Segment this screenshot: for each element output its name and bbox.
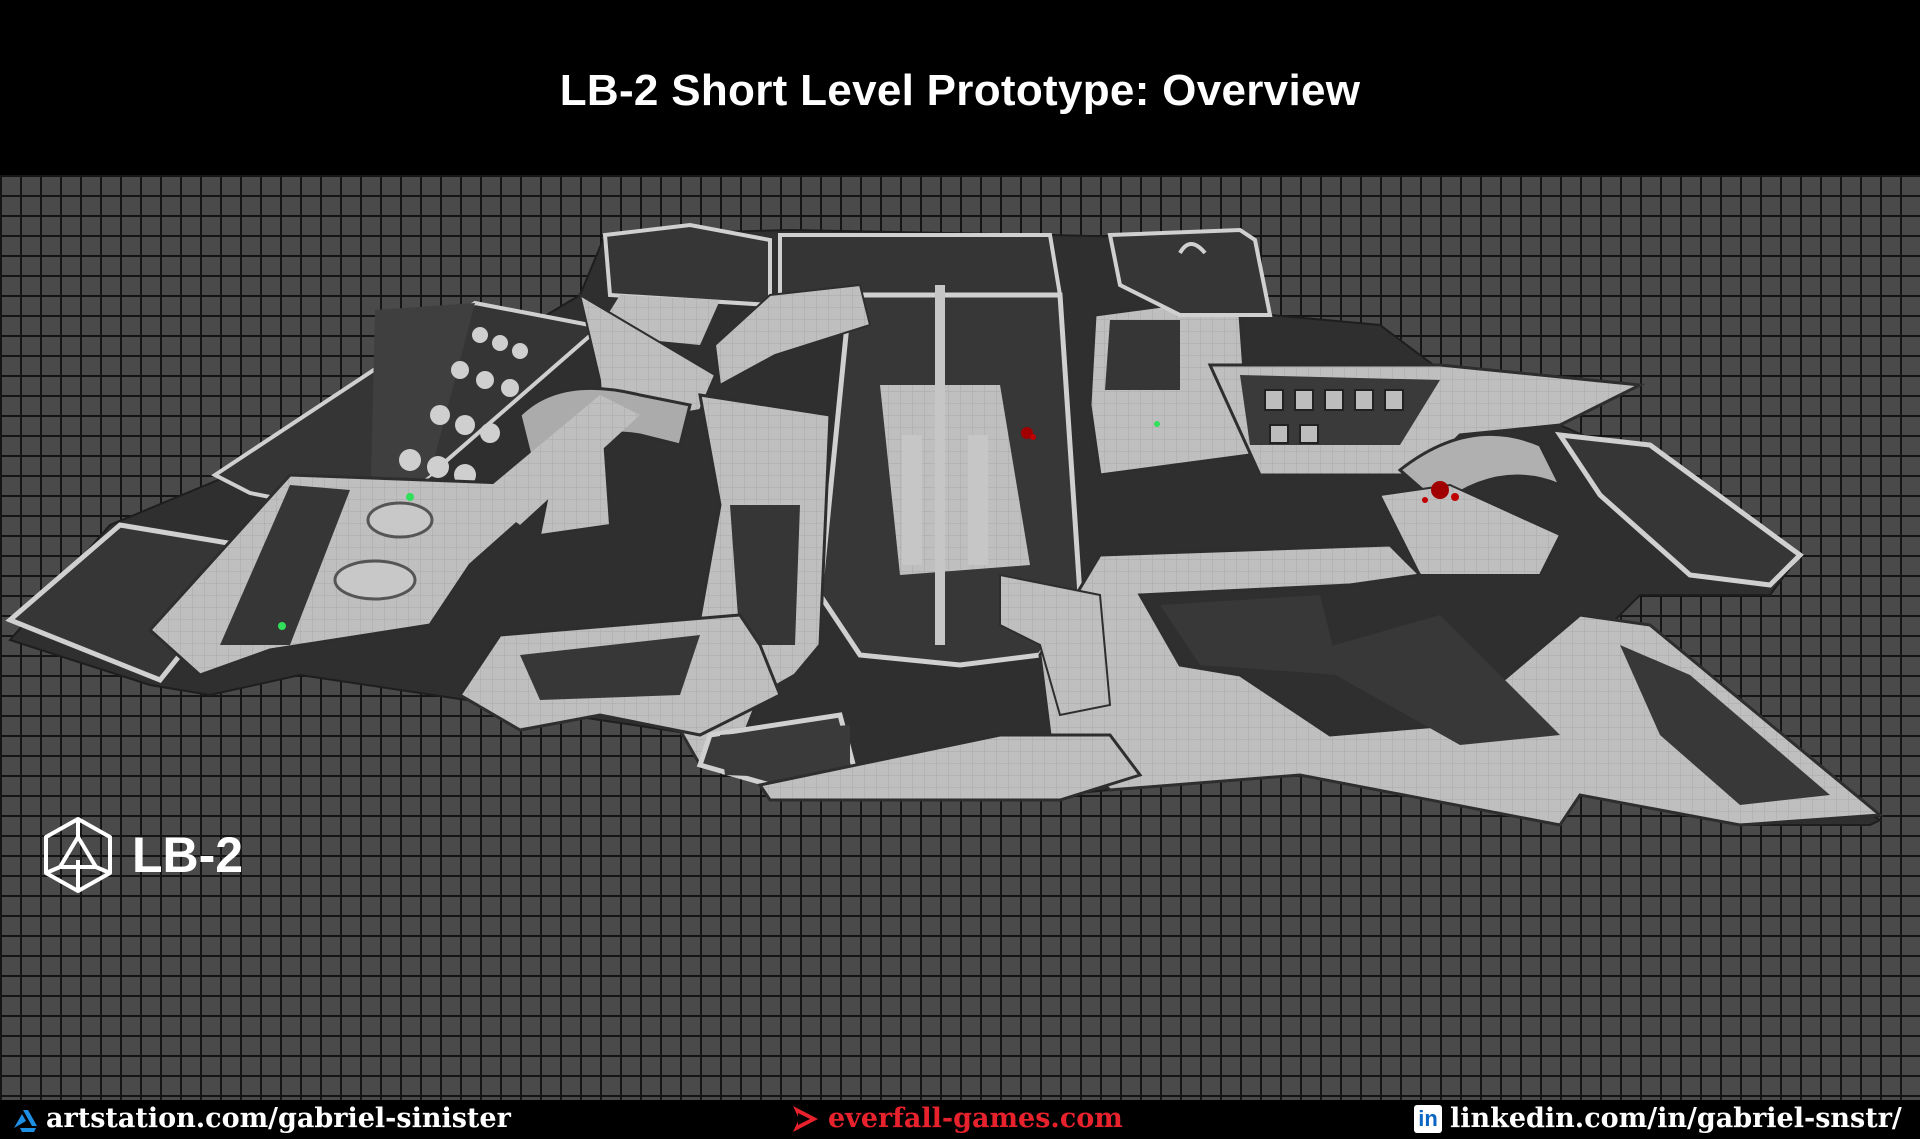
curved-ring-room [1378,432,1564,576]
artstation-text: artstation.com/gabriel-sinister [46,1103,511,1134]
everfall-text: everfall-games.com [828,1103,1123,1134]
central-hall [778,233,1083,668]
room-barrels [147,473,564,677]
room-left-hall [211,300,605,520]
everfall-link[interactable]: everfall-games.com [790,1103,1123,1134]
bridge-corridor [678,283,872,767]
room-top-right [1107,227,1273,317]
linkedin-link[interactable]: in linkedin.com/in/gabriel-snstr/ [1414,1103,1902,1134]
icosahedron-icon [44,817,112,893]
curved-corridor-left [480,386,692,525]
corridor-lower-left [457,613,782,737]
lb2-logo: LB-2 [38,815,243,895]
linkedin-text: linkedin.com/in/gabriel-snstr/ [1450,1103,1902,1134]
level-map [5,222,1884,827]
room-desks [1207,363,1646,477]
page-title: LB-2 Short Level Prototype: Overview [559,66,1361,115]
room-right-wing [1554,431,1804,588]
title-bar: LB-2 Short Level Prototype: Overview [0,0,1920,175]
loop-corridor-right [1038,543,1884,827]
corridor-bottom [757,573,1143,802]
footer-bar: artstation.com/gabriel-sinister everfall… [0,1100,1920,1139]
linkedin-icon: in [1414,1104,1442,1133]
artstation-icon [14,1109,37,1132]
level-viewport[interactable] [0,175,1920,1100]
everfall-icon [793,1105,818,1132]
room-right-center [1088,303,1252,477]
logo-text: LB-2 [132,827,244,883]
artstation-link[interactable]: artstation.com/gabriel-sinister [10,1103,511,1134]
